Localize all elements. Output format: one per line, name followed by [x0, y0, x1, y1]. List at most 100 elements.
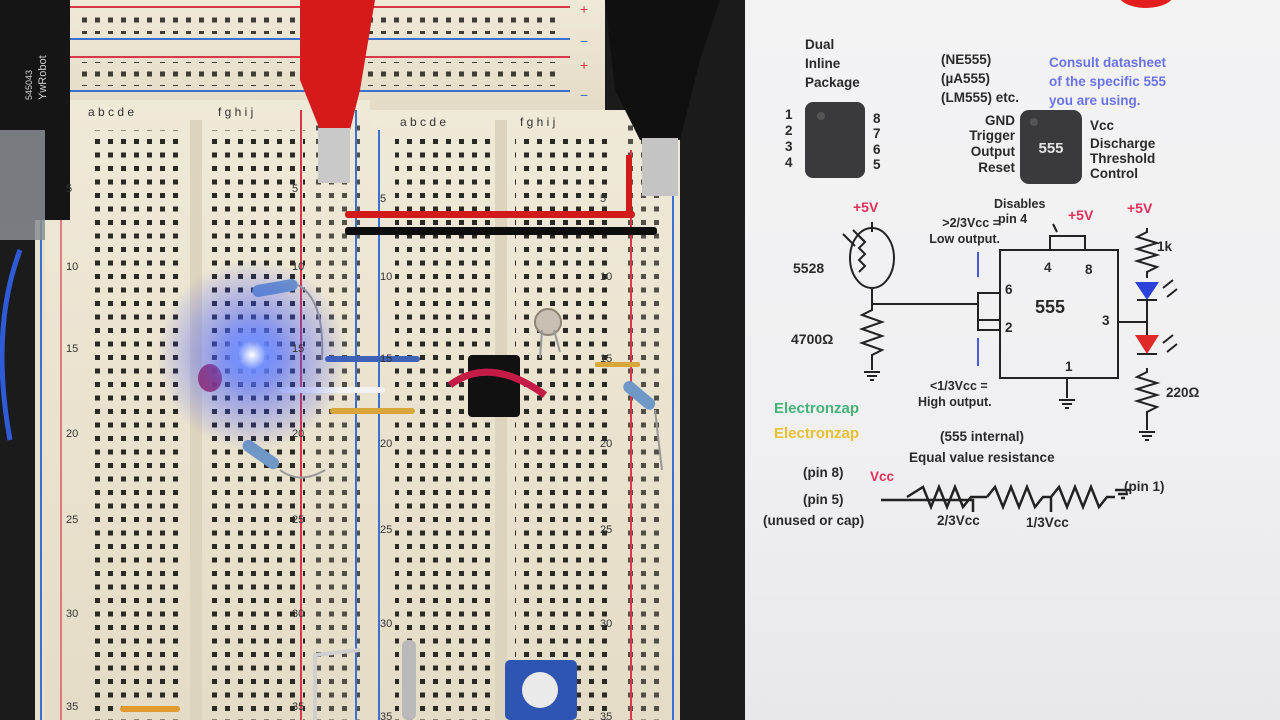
row-number: 30 [600, 618, 612, 630]
internal-one-third: 1/3Vcc [1026, 515, 1069, 530]
row-number: 15 [292, 343, 304, 355]
internal-two-thirds: 2/3Vcc [937, 513, 980, 528]
column-letters-left: a b c d e [88, 105, 134, 119]
dip-pin-6: 6 [873, 142, 881, 157]
internal-pin8: (pin 8) [803, 465, 844, 480]
r-bottom-label: 4700Ω [791, 331, 834, 347]
brand-electronzap-yellow: Electronzap [774, 425, 860, 442]
row-number: 35 [292, 701, 304, 713]
pin-name-vcc: Vcc [1090, 118, 1115, 133]
red-alligator-clip [300, 0, 375, 130]
dip-title-3: Package [805, 75, 860, 90]
pin3-label: 3 [1102, 313, 1110, 328]
low-note-1: <1/3Vcc = [930, 379, 988, 393]
schematic-diagram [842, 222, 1178, 512]
variant-ua555: (µA555) [941, 71, 991, 86]
pin1-label: 1 [1065, 359, 1073, 374]
dip-pin-3: 3 [785, 139, 793, 154]
dip-pin-2: 2 [785, 123, 793, 138]
row-number: 35 [66, 701, 78, 713]
row-number: 5 [600, 193, 606, 205]
column-letters-left-2: a b c d e [400, 115, 446, 129]
row-number: 35 [380, 711, 392, 720]
ldr-label: 5528 [793, 260, 825, 276]
led-supply-label: +5V [1127, 200, 1153, 216]
dip-pin-7: 7 [873, 126, 881, 141]
pin6-label: 6 [1005, 282, 1013, 297]
low-note-2: High output. [918, 395, 992, 409]
module-label: YwRobot [37, 55, 49, 100]
photoresistor [534, 308, 562, 336]
high-note-1: >2/3Vcc = [942, 216, 1000, 230]
internal-vcc: Vcc [870, 469, 895, 484]
chip-555-label: 555 [1038, 140, 1064, 157]
consult-line-1: Consult datasheet [1049, 55, 1167, 70]
row-number: 25 [600, 524, 612, 536]
variant-ne555: (NE555) [941, 52, 992, 67]
row-number: 5 [66, 183, 72, 195]
r220-label: 220Ω [1166, 385, 1200, 400]
disables-note-1: Disables [994, 197, 1046, 211]
brand-electronzap-green: Electronzap [774, 400, 860, 417]
consult-line-3: you are using. [1049, 93, 1141, 108]
column-letters-right: f g h i j [218, 105, 253, 119]
row-number: 10 [66, 261, 78, 273]
row-number: 25 [292, 514, 304, 526]
row-number: 15 [380, 353, 392, 365]
high-note-2: Low output. [929, 232, 1000, 246]
column-letters-right-2: f g h i j [520, 115, 555, 129]
red-jumper-wire [345, 211, 635, 218]
dip-chip-icon [805, 102, 865, 178]
dip-title-1: Dual [805, 37, 835, 52]
row-number: 20 [380, 438, 392, 450]
ldr-supply-label: +5V [853, 199, 879, 215]
row-number: 5 [380, 193, 386, 205]
blue-led-glow [157, 260, 347, 450]
pin8-label: 8 [1085, 262, 1093, 277]
internal-pin1: (pin 1) [1124, 479, 1165, 494]
black-alligator-clip [605, 0, 720, 140]
row-number: 10 [600, 271, 612, 283]
row-number: 30 [292, 608, 304, 620]
schematic-sheet: Dual Inline Package 1 2 3 4 8 7 6 5 (NE5… [745, 0, 1280, 720]
internal-pin5: (pin 5) [803, 492, 844, 507]
dip-pin-1: 1 [785, 107, 793, 122]
internal-subtitle: Equal value resistance [909, 450, 1055, 465]
black-jumper-wire [345, 227, 657, 235]
dip-pin-8: 8 [873, 111, 881, 126]
row-number: 15 [600, 353, 612, 365]
pin-name-discharge: Discharge [1090, 136, 1156, 151]
dip-pin-5: 5 [873, 157, 881, 172]
rail-plus-label: + [580, 1, 588, 17]
row-number: 10 [292, 261, 304, 273]
dip-title-2: Inline [805, 56, 841, 71]
internal-title: (555 internal) [940, 429, 1025, 444]
pin2-label: 2 [1005, 320, 1013, 335]
schematic-555-label: 555 [1035, 297, 1066, 317]
disables-note-2: pin 4 [998, 212, 1028, 226]
row-number: 15 [66, 343, 78, 355]
pin-name-threshold: Threshold [1090, 151, 1156, 166]
pin4-label: 4 [1044, 260, 1052, 275]
row-number: 30 [66, 608, 78, 620]
row-number: 5 [292, 183, 298, 195]
row-number: 20 [292, 428, 304, 440]
dip-pin-4: 4 [785, 155, 793, 170]
row-number: 20 [66, 428, 78, 440]
rail-minus-label-2: − [580, 87, 588, 103]
rail-plus-label-2: + [580, 57, 588, 73]
pin8-supply-label: +5V [1068, 207, 1094, 223]
pin-name-reset: Reset [978, 160, 1015, 175]
red-object [1118, 0, 1174, 8]
pin-name-control: Control [1090, 166, 1138, 181]
row-number: 35 [600, 711, 612, 720]
row-number: 10 [380, 271, 392, 283]
pin-name-gnd: GND [985, 113, 1015, 128]
consult-line-2: of the specific 555 [1049, 74, 1167, 89]
chip-555-icon: 555 [1020, 110, 1082, 184]
internal-unused: (unused or cap) [763, 513, 865, 528]
row-number: 30 [380, 618, 392, 630]
ic-555-chip [468, 355, 520, 417]
